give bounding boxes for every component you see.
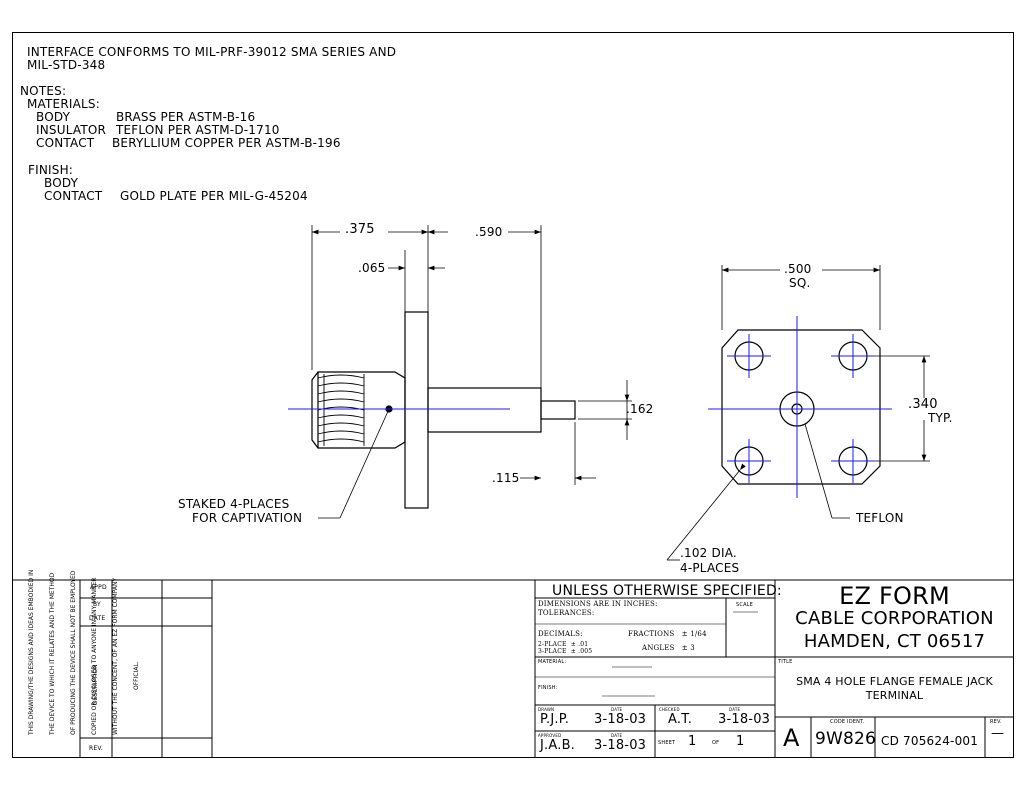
notes-title: NOTES: xyxy=(20,84,67,98)
sheet-label: SHEET xyxy=(658,740,676,746)
legal-line: COPIED OR DISCLOSED TO ANYONE IN ANY MAN… xyxy=(91,577,98,735)
dim-065: .065 xyxy=(358,261,386,275)
checked-label: CHECKED xyxy=(659,707,680,712)
staked-callout-line1: STAKED 4-PLACES xyxy=(178,497,290,511)
legal-line: OFFICIAL. xyxy=(133,661,140,690)
company-name: EZ FORM xyxy=(839,582,950,610)
interface-note-line2: MIL-STD-348 xyxy=(27,58,106,72)
of-label: OF xyxy=(712,740,720,746)
material-spec: BRASS PER ASTM-B-16 xyxy=(116,110,256,124)
angles-tol: ANGLES ± 3 xyxy=(642,644,695,652)
staked-callout-line2: FOR CAPTIVATION xyxy=(192,511,303,525)
tolerances-label: TOLERANCES: xyxy=(538,609,595,617)
by-label: BY xyxy=(93,601,101,608)
date-label: DATE xyxy=(89,615,106,622)
finish-spec: GOLD PLATE PER MIL-G-45204 xyxy=(120,189,308,203)
drawing-title-line2: TERMINAL xyxy=(865,689,924,702)
drawn-date-label: DATE xyxy=(611,707,623,712)
dim-typ: TYP. xyxy=(928,411,953,425)
approved-date-label: DATE xyxy=(611,733,623,738)
dims-inches-label: DIMENSIONS ARE IN INCHES: xyxy=(538,600,658,608)
drawn-date: 3-18-03 xyxy=(594,712,647,727)
hole-places-label: 4-PLACES xyxy=(680,561,740,575)
appd-label: APPD xyxy=(90,584,107,591)
checked-date: 3-18-03 xyxy=(718,712,771,727)
front-centerlines xyxy=(708,316,892,498)
legal-line: THE DEVICE TO WHICH IT RELATES AND THE M… xyxy=(49,572,56,735)
interface-note-line1: INTERFACE CONFORMS TO MIL-PRF-39012 SMA … xyxy=(27,45,397,59)
drawing-title-line1: SMA 4 HOLE FLANGE FEMALE JACK xyxy=(796,675,993,688)
drawn-by: P.J.P. xyxy=(540,712,570,727)
dim-590: .590 xyxy=(475,225,503,239)
dim-115: .115 xyxy=(492,471,520,485)
rev-label: REV. xyxy=(89,745,103,752)
rev-value: — xyxy=(991,726,1005,741)
sheet-number: 1 xyxy=(688,734,697,749)
material-part: INSULATOR xyxy=(36,123,107,137)
checked-date-label: DATE xyxy=(729,707,741,712)
title-block-lines xyxy=(12,579,1013,757)
finish-part: CONTACT xyxy=(44,189,103,203)
dim-500: .500 xyxy=(784,262,812,276)
sheet-total: 1 xyxy=(736,734,745,749)
drawing-number: CD 705624-001 xyxy=(881,734,979,748)
two-place-tol: 2-PLACE ± .01 xyxy=(538,641,589,648)
material-spec: TEFLON PER ASTM-D-1710 xyxy=(116,123,280,137)
approved-label: APPROVED xyxy=(538,733,562,738)
material-part: CONTACT xyxy=(36,136,95,150)
materials-title: MATERIALS: xyxy=(27,97,100,111)
company-address: HAMDEN, CT 06517 xyxy=(803,631,986,652)
finish-label: FINISH: xyxy=(538,685,558,691)
approved-by: J.A.B. xyxy=(540,738,576,753)
drawing-sheet xyxy=(12,32,1014,758)
legal-line: OF PRODUCING THE DEVICE SHALL NOT BE EMP… xyxy=(70,570,77,735)
scale-label: SCALE xyxy=(736,602,754,608)
drawn-label: DRAWN xyxy=(538,707,555,712)
legal-line: WITHOUT THE CONCENT, OF AN EZ FORM COMPA… xyxy=(112,577,119,735)
sheet-size: A xyxy=(783,724,800,752)
rev-header-label: REV. xyxy=(990,719,1002,725)
title-label: TITLE xyxy=(778,659,793,665)
three-place-tol: 3-PLACE ± .005 xyxy=(538,648,593,655)
teflon-callout: TEFLON xyxy=(856,511,904,525)
unless-specified-heading: UNLESS OTHERWISE SPECIFIED: xyxy=(552,583,782,599)
code-ident: 9W826 xyxy=(815,729,877,749)
material-label: MATERIAL: xyxy=(538,659,567,665)
code-ident-label: CODE IDENT. xyxy=(830,719,865,725)
dim-375: .375 xyxy=(345,222,375,237)
fractions-tol: FRACTIONS ± 1/64 xyxy=(628,630,707,638)
legal-notice: THIS DRAWING/THE DESIGNS AND IDEAS EMBOD… xyxy=(14,569,147,735)
side-view xyxy=(311,225,632,519)
legal-line: THIS DRAWING/THE DESIGNS AND IDEAS EMBOD… xyxy=(28,569,35,735)
hole-dia-label: .102 DIA. xyxy=(680,546,737,560)
decimals-label: DECIMALS: xyxy=(538,630,583,638)
checked-by: A.T. xyxy=(668,712,693,727)
dim-sq: SQ. xyxy=(789,276,811,290)
material-spec: BERYLLIUM COPPER PER ASTM-B-196 xyxy=(112,136,341,150)
approved-date: 3-18-03 xyxy=(594,738,647,753)
finish-part: BODY xyxy=(44,176,79,190)
company-line2: CABLE CORPORATION xyxy=(795,608,994,629)
material-part: BODY xyxy=(36,110,71,124)
dim-162: .162 xyxy=(626,402,654,416)
dim-340: .340 xyxy=(908,397,938,412)
finish-title: FINISH: xyxy=(28,163,74,177)
